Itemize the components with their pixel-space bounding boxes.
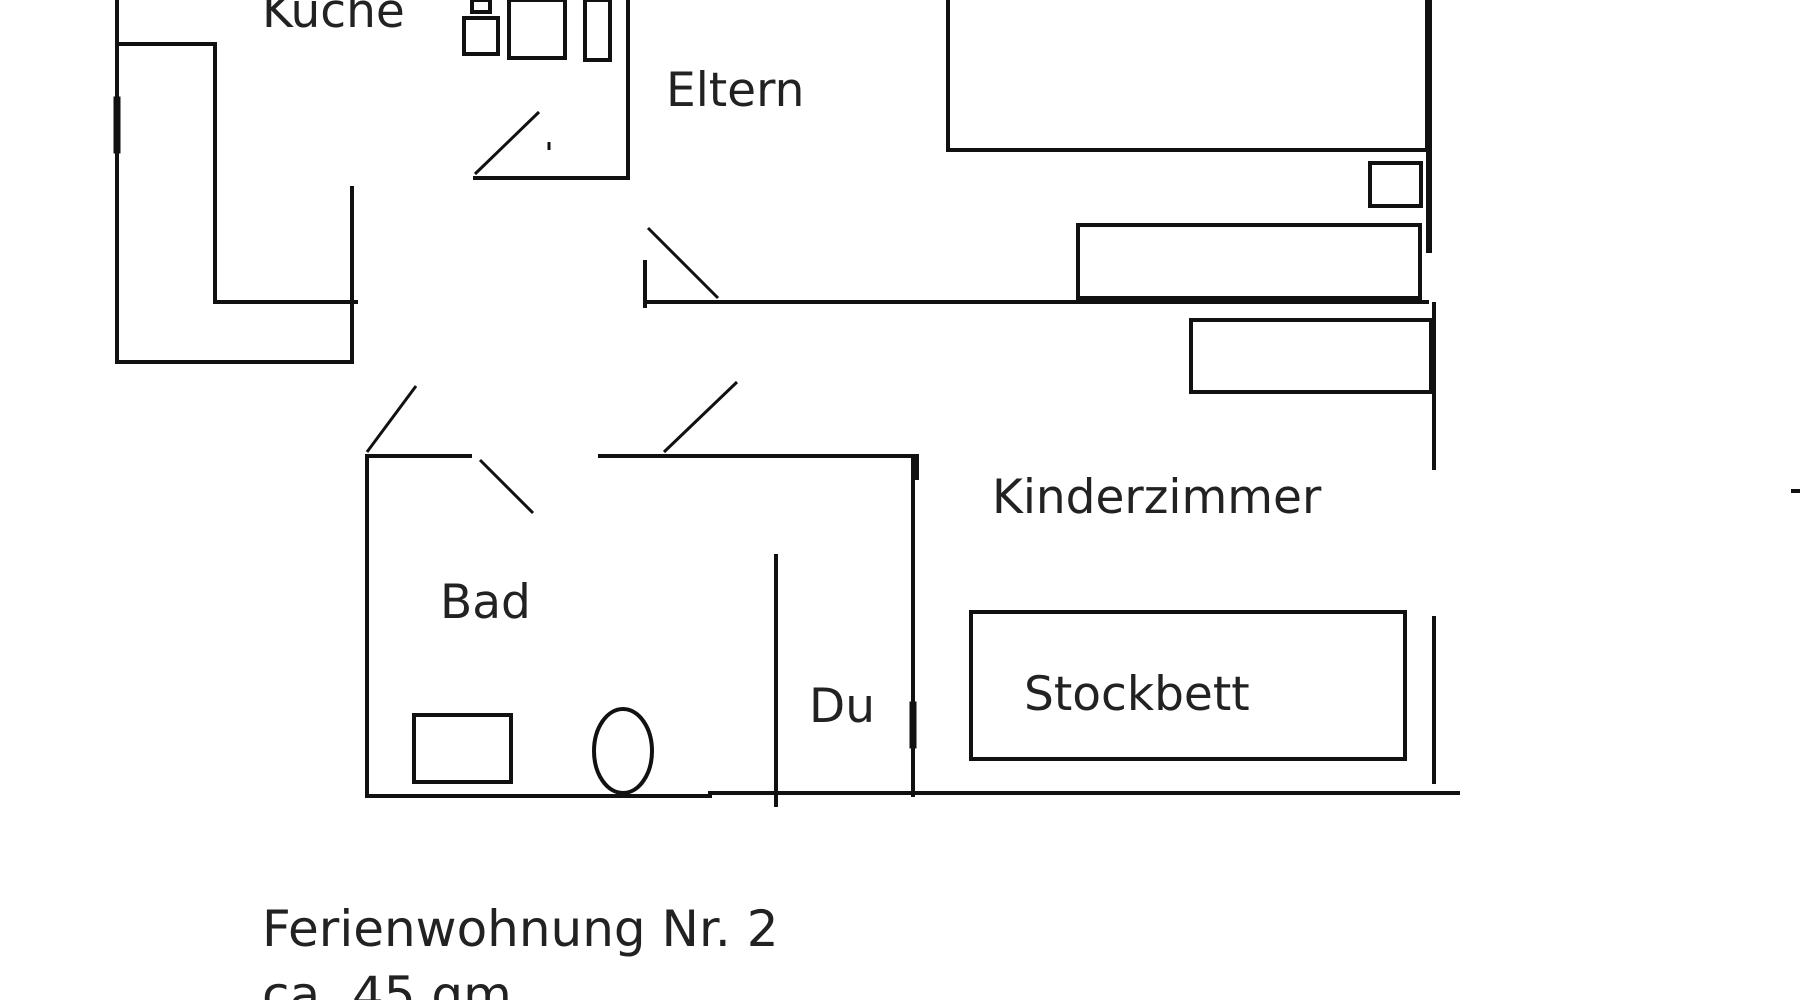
kitchen-appliances	[462, 0, 612, 62]
bunk-bed	[969, 610, 1407, 761]
room-label-bunk-bed: Stockbett	[1024, 667, 1250, 722]
caption-title: Ferienwohnung Nr. 2	[262, 900, 779, 958]
bathroom-walls	[365, 454, 1460, 807]
wardrobe	[1076, 223, 1422, 300]
door-swing-line	[478, 458, 535, 515]
parents-entry-wall	[473, 0, 630, 180]
room-label-bathroom: Bad	[440, 575, 531, 630]
room-label-parents: Eltern	[666, 63, 804, 118]
door-swing-line	[365, 385, 418, 453]
bathroom-sink	[412, 713, 513, 784]
door-swing-line	[473, 110, 541, 176]
door-swing-line	[662, 380, 739, 454]
nightstand	[1368, 161, 1423, 208]
kids-room-walls	[1432, 302, 1800, 784]
kitchen-walls	[113, 0, 358, 364]
parents-room-walls	[643, 0, 1432, 308]
caption-area: ca. 45 qm	[262, 966, 512, 1000]
parents-bed	[946, 0, 1429, 152]
room-label-kitchen: Küche	[262, 0, 405, 39]
kids-wardrobe	[1189, 318, 1433, 394]
room-label-shower: Du	[809, 679, 875, 734]
toilet	[592, 707, 654, 795]
door-swing-line	[646, 226, 720, 300]
room-label-kids-room: Kinderzimmer	[992, 470, 1322, 525]
